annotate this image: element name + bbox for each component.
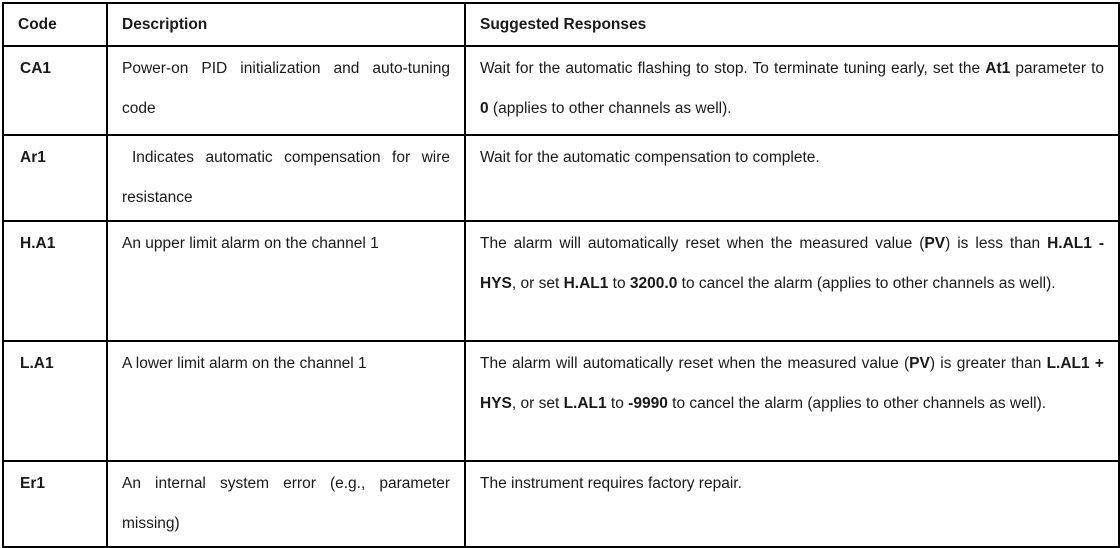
code-cell: H.A1 [2,220,108,342]
code-cell: L.A1 [2,340,108,462]
code-cell: Ar1 [2,134,108,222]
response-cell: Wait for the automatic compensation to c… [464,134,1120,222]
response-cell: Wait for the automatic flashing to stop.… [464,45,1120,136]
response-cell: The alarm will automatically reset when … [464,340,1120,462]
column-header-suggested-responses: Suggested Responses [464,2,1120,47]
column-header-description: Description [106,2,466,47]
table-row-ha1: H.A1 An upper limit alarm on the channel… [2,220,1120,342]
description-cell: Power-on PID initialization and auto-tun… [106,45,466,136]
description-cell: A lower limit alarm on the channel 1 [106,340,466,462]
code-cell: Er1 [2,460,108,548]
column-header-code: Code [2,2,108,47]
header-row: Code Description Suggested Responses [2,2,1120,47]
table-row-ar1: Ar1 Indicates automatic compensation for… [2,134,1120,222]
description-cell: An upper limit alarm on the channel 1 [106,220,466,342]
description-cell: An internal system error (e.g., paramete… [106,460,466,548]
table-row-er1: Er1 An internal system error (e.g., para… [2,460,1120,548]
response-cell: The alarm will automatically reset when … [464,220,1120,342]
table-row-la1: L.A1 A lower limit alarm on the channel … [2,340,1120,462]
code-cell: CA1 [2,45,108,136]
response-cell: The instrument requires factory repair. [464,460,1120,548]
description-cell: Indicates automatic compensation for wir… [106,134,466,222]
table-row-ca1: CA1 Power-on PID initialization and auto… [2,45,1120,136]
